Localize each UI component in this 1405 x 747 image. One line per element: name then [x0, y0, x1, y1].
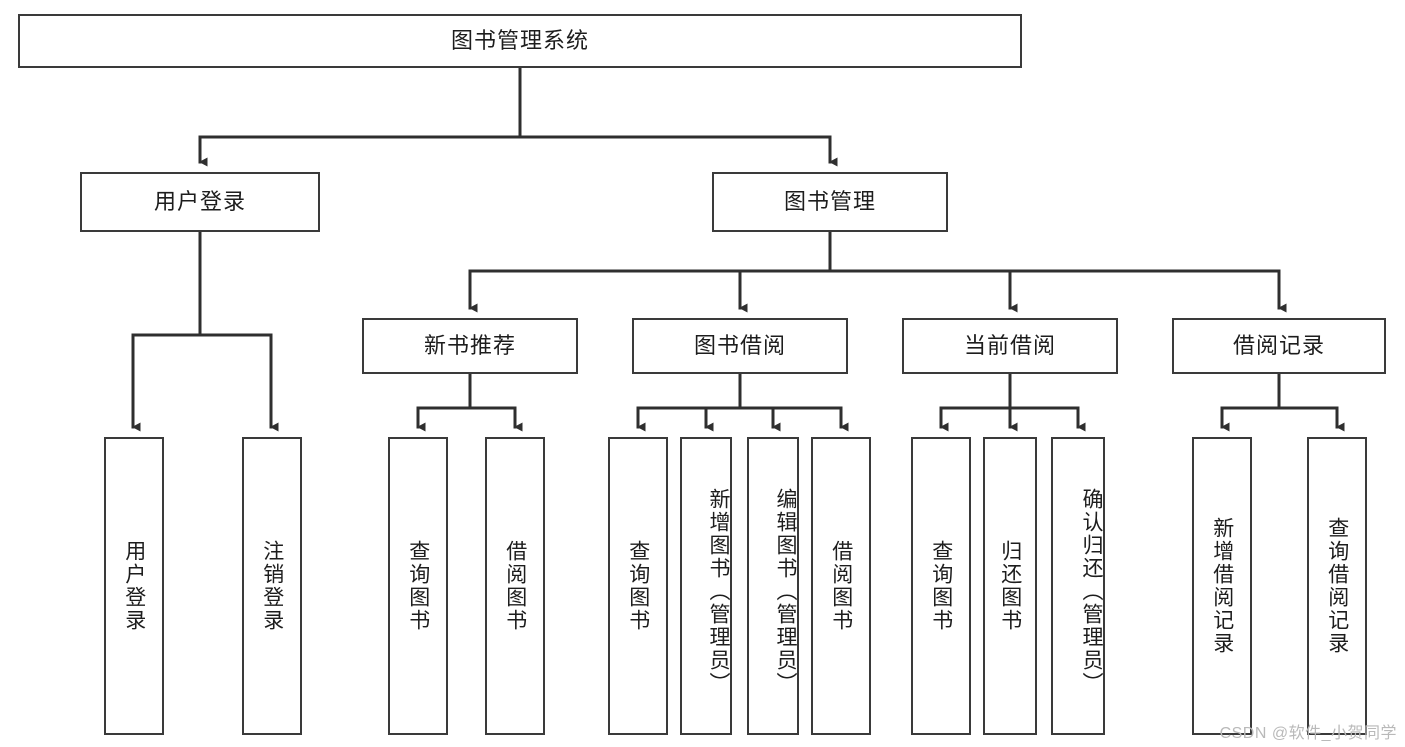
- node-label: 借阅记录: [1232, 332, 1325, 358]
- leaf-confirm-return-admin[interactable]: 确认归还（管理员）: [1051, 437, 1105, 735]
- node-label: 确认归还（管理员）: [1080, 487, 1103, 695]
- node-book-management[interactable]: 图书管理: [712, 172, 948, 232]
- leaf-borrow-book-recommend[interactable]: 借阅图书: [485, 437, 545, 735]
- node-label: 查询图书: [626, 540, 650, 632]
- node-label: 借阅图书: [503, 540, 527, 632]
- node-label: 借阅图书: [829, 540, 853, 632]
- node-label: 新增借阅记录: [1210, 517, 1234, 655]
- node-book-borrow[interactable]: 图书借阅: [632, 318, 848, 374]
- leaf-query-book-borrow[interactable]: 查询图书: [608, 437, 668, 735]
- node-new-book-recommend[interactable]: 新书推荐: [362, 318, 578, 374]
- node-label: 新增图书（管理员）: [707, 487, 730, 695]
- node-borrow-record[interactable]: 借阅记录: [1172, 318, 1386, 374]
- node-label: 编辑图书（管理员）: [774, 487, 797, 695]
- csdn-watermark: CSDN @软件_小贺同学: [1219, 725, 1397, 742]
- node-label: 图书借阅: [693, 332, 786, 358]
- leaf-query-book-current[interactable]: 查询图书: [911, 437, 971, 735]
- leaf-edit-book-admin[interactable]: 编辑图书（管理员）: [747, 437, 799, 735]
- node-label: 用户登录: [153, 188, 246, 214]
- node-label: 用户登录: [122, 540, 146, 632]
- leaf-return-book[interactable]: 归还图书: [983, 437, 1037, 735]
- node-label: 当前借阅: [963, 332, 1056, 358]
- leaf-user-login[interactable]: 用户登录: [104, 437, 164, 735]
- leaf-query-borrow-record[interactable]: 查询借阅记录: [1307, 437, 1367, 735]
- node-label: 图书管理系统: [450, 27, 589, 53]
- node-label: 新书推荐: [423, 332, 516, 358]
- leaf-add-borrow-record[interactable]: 新增借阅记录: [1192, 437, 1252, 735]
- node-label: 查询图书: [929, 540, 953, 632]
- node-root-system[interactable]: 图书管理系统: [18, 14, 1022, 68]
- leaf-add-book-admin[interactable]: 新增图书（管理员）: [680, 437, 732, 735]
- node-label: 图书管理: [783, 188, 876, 214]
- leaf-borrow-book[interactable]: 借阅图书: [811, 437, 871, 735]
- leaf-logout-login[interactable]: 注销登录: [242, 437, 302, 735]
- leaf-query-book-recommend[interactable]: 查询图书: [388, 437, 448, 735]
- node-current-borrow[interactable]: 当前借阅: [902, 318, 1118, 374]
- node-label: 查询借阅记录: [1325, 517, 1349, 655]
- node-label: 注销登录: [260, 540, 284, 632]
- node-label: 查询图书: [406, 540, 430, 632]
- node-label: 归还图书: [998, 540, 1022, 632]
- node-user-login[interactable]: 用户登录: [80, 172, 320, 232]
